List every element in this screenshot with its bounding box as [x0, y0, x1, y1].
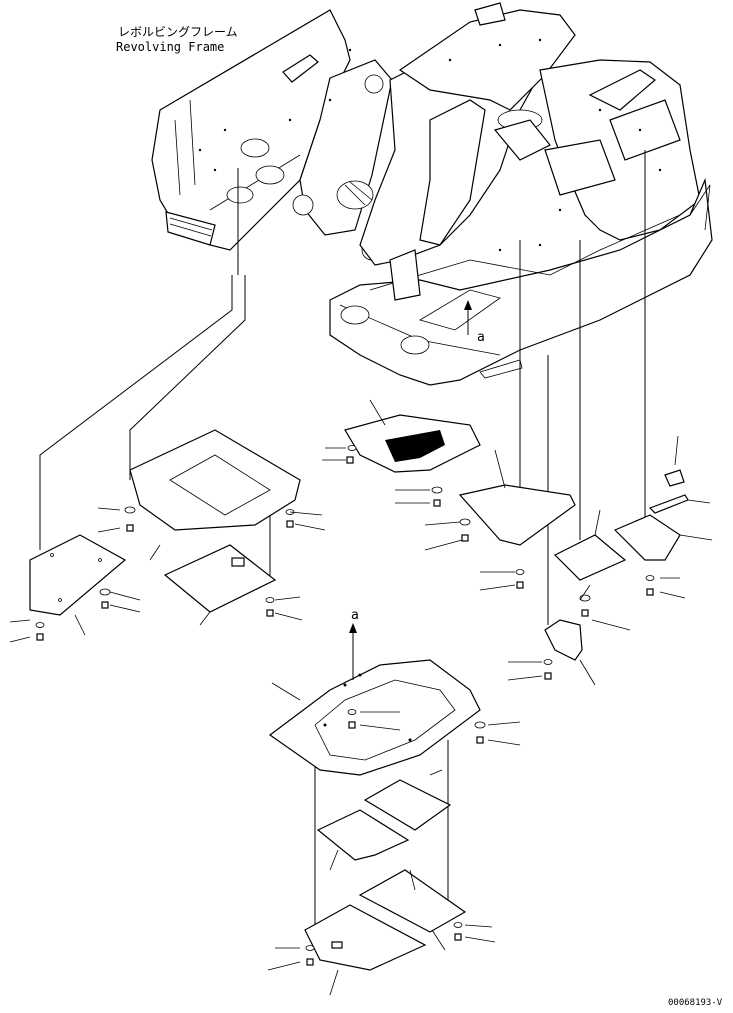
floor-plate-left — [29, 534, 127, 616]
floor-plate-middle-left — [163, 544, 277, 613]
round-cover — [544, 619, 583, 661]
floor-plate-bottom-right — [358, 869, 467, 933]
drawing-number: 00068193-V — [668, 998, 723, 1008]
floor-plate-upper-left — [129, 429, 301, 531]
mat-upper — [363, 779, 452, 831]
floor-plate-bottom-main: a — [268, 608, 481, 776]
view-a-label-bottom: a — [351, 608, 359, 623]
bolts-and-washers — [35, 445, 655, 966]
small-plate-right — [553, 534, 627, 581]
leader-lines — [39, 150, 646, 930]
revolving-frame: a — [151, 2, 713, 386]
index-leaders — [9, 399, 713, 996]
floor-plate-center-right — [458, 484, 576, 546]
title-japanese: レボルビングフレーム — [118, 25, 238, 39]
bracket-right — [613, 469, 689, 561]
view-a-label-top: a — [477, 330, 485, 345]
floor-plate-bottom-left — [304, 904, 427, 971]
cover-plate-center — [344, 414, 481, 473]
mat-lower — [316, 809, 410, 861]
title-english: Revolving Frame — [116, 40, 224, 54]
